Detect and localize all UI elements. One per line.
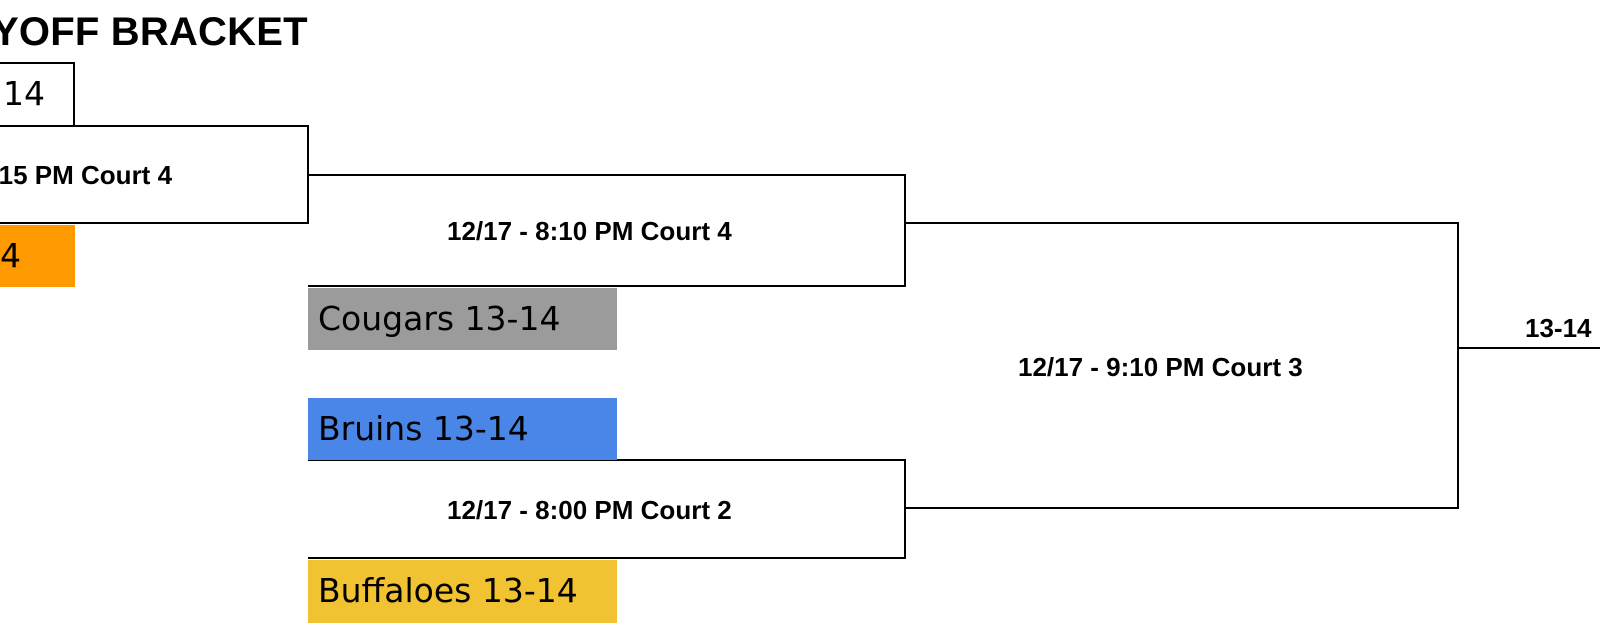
left-game-label: :15 PM Court 4 [0,160,173,190]
page-title: YOFF BRACKET [0,10,308,54]
r2-top-game-label: 12/17 - 8:10 PM Court 4 [447,216,732,246]
connector-left-to-r2-top [308,174,906,287]
left-team-top-box [0,62,75,126]
final-label: 13-14 [1525,313,1592,343]
team-buffaloes: Buffaloes 13-14 [308,560,617,623]
left-team-top: 14 [3,74,45,113]
team-cougars: Cougars 13-14 [308,288,617,350]
semifinal-connector [905,222,1459,509]
team-bruins: Bruins 13-14 [308,398,617,460]
semifinal-game-label: 12/17 - 9:10 PM Court 3 [1018,352,1303,382]
left-team-bottom: 4 [0,225,75,287]
r2-bottom-game-label: 12/17 - 8:00 PM Court 2 [447,495,732,525]
